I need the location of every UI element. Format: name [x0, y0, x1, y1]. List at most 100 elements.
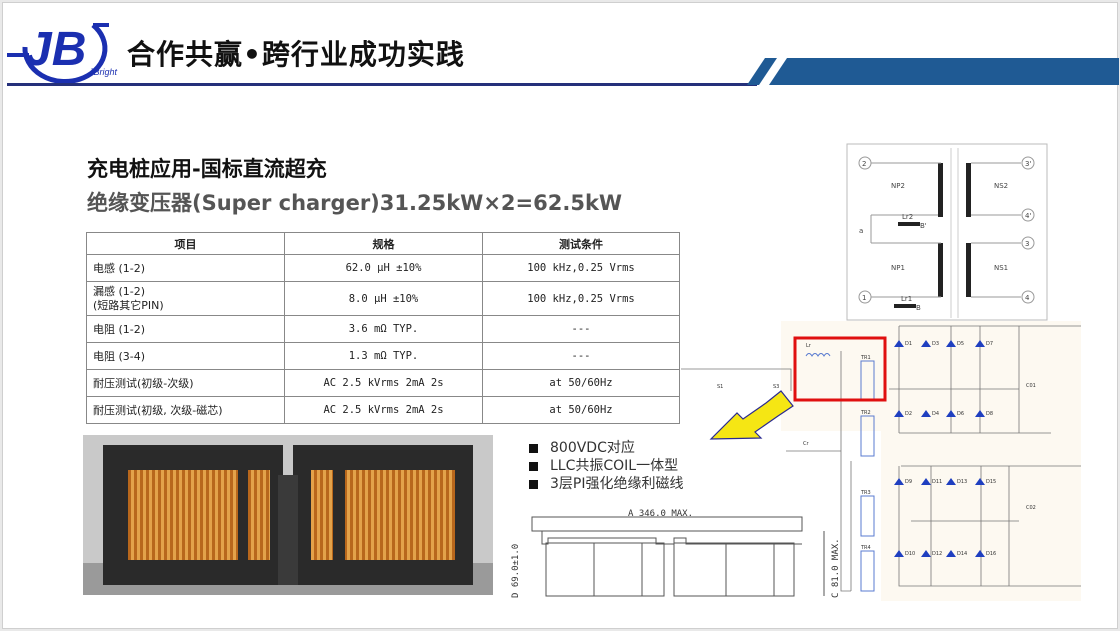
- diode-icon: [975, 410, 985, 417]
- diode-label: D13: [957, 479, 967, 485]
- diode-icon: [946, 410, 956, 417]
- diode-icon: [946, 550, 956, 557]
- svg-text:Cr: Cr: [803, 441, 809, 447]
- bullet-square-icon: [529, 479, 538, 489]
- svg-text:a: a: [859, 227, 863, 235]
- total-height-label: C 81.0 MAX.: [831, 538, 841, 598]
- cell-item-line1: 漏感 (1-2): [93, 284, 146, 298]
- header-divider: [7, 83, 757, 86]
- cell-cond: at 50/60Hz: [482, 369, 680, 397]
- svg-text:TR1: TR1: [860, 355, 871, 361]
- diode-label: D3: [932, 341, 939, 347]
- cell-cond: at 50/60Hz: [482, 396, 680, 424]
- section-heading: 充电桩应用-国标直流超充: [87, 157, 327, 181]
- diode-icon: [921, 478, 931, 485]
- diode-icon: [975, 550, 985, 557]
- diode-icon: [894, 550, 904, 557]
- svg-text:4: 4: [1025, 294, 1030, 302]
- svg-text:1: 1: [862, 294, 866, 302]
- svg-text:NP1: NP1: [891, 264, 905, 272]
- cell-item: 漏感 (1-2)(短路其它PIN): [86, 281, 285, 316]
- table-row: 电感 (1-2)62.0 μH ±10%100 kHz,0.25 Vrms: [86, 254, 680, 282]
- dimension-drawing: A 346.0 MAX. D 69.0±1.0 C 81.0 MAX.: [511, 509, 841, 598]
- svg-text:3': 3': [1025, 160, 1031, 168]
- cell-item: 耐压测试(初级, 次级-磁芯): [86, 396, 285, 424]
- spec-table: 项目 规格 测试条件 电感 (1-2)62.0 μH ±10%100 kHz,0…: [86, 232, 680, 424]
- svg-text:B': B': [920, 222, 927, 230]
- cell-item: 电阻 (1-2): [86, 315, 285, 343]
- cell-spec: 3.6 mΩ TYP.: [284, 315, 483, 343]
- svg-text:A 346.0 MAX.: A 346.0 MAX.: [628, 509, 693, 519]
- cell-spec: AC 2.5 kVrms 2mA 2s: [284, 369, 483, 397]
- svg-text:B: B: [916, 304, 921, 312]
- svg-text:TR3: TR3: [860, 490, 871, 496]
- diode-icon: [921, 550, 931, 557]
- bullet-square-icon: [529, 443, 538, 453]
- diode-label: D6: [957, 411, 964, 417]
- svg-text:NS1: NS1: [994, 264, 1008, 272]
- svg-text:NS2: NS2: [994, 182, 1008, 190]
- diode-icon: [921, 410, 931, 417]
- svg-text:TR2: TR2: [860, 410, 871, 416]
- bullet-square-icon: [529, 461, 538, 471]
- svg-text:Lr2: Lr2: [902, 213, 913, 221]
- cell-cond: 100 kHz,0.25 Vrms: [482, 254, 680, 282]
- svg-text:Lr1: Lr1: [901, 295, 912, 303]
- diode-icon: [975, 340, 985, 347]
- diode-icon: [946, 478, 956, 485]
- diode-label: D14: [957, 551, 967, 557]
- feature-text: 800VDC对应: [550, 440, 635, 456]
- feature-item: 800VDC对应: [529, 439, 683, 457]
- diode-label: D5: [957, 341, 964, 347]
- diode-icon: [946, 340, 956, 347]
- section-subheading: 绝缘变压器(Super charger)31.25kW×2=62.5kW: [87, 191, 623, 215]
- cell-spec: AC 2.5 kVrms 2mA 2s: [284, 396, 483, 424]
- svg-text:S3: S3: [773, 384, 779, 390]
- svg-text:4': 4': [1025, 212, 1031, 220]
- svg-text:TR4: TR4: [860, 545, 871, 551]
- transformer-photo: [83, 435, 493, 595]
- cell-item-line2: (短路其它PIN): [93, 298, 164, 312]
- svg-text:JB: JB: [25, 23, 86, 76]
- diode-label: D2: [905, 411, 912, 417]
- table-header-row: 项目 规格 测试条件: [86, 232, 680, 255]
- svg-text:3: 3: [1025, 240, 1029, 248]
- cell-cond: 100 kHz,0.25 Vrms: [482, 281, 680, 316]
- pointer-arrow-icon: [709, 390, 794, 440]
- highlight-box: [793, 336, 887, 402]
- diode-label: D11: [932, 479, 942, 485]
- cell-spec: 1.3 mΩ TYP.: [284, 342, 483, 370]
- col-cond: 测试条件: [482, 232, 680, 255]
- slide-title: 合作共赢•跨行业成功实践: [127, 38, 465, 71]
- feature-list: 800VDC对应 LLC共振COIL一体型 3层PI强化绝缘利磁线: [529, 439, 683, 493]
- jbright-logo: JB JBright: [7, 23, 118, 84]
- svg-text:Lr: Lr: [806, 343, 812, 349]
- svg-text:D 69.0±1.0: D 69.0±1.0: [511, 544, 521, 598]
- svg-text:NP2: NP2: [891, 182, 905, 190]
- col-item: 项目: [86, 232, 285, 255]
- cell-cond: ---: [482, 342, 680, 370]
- cell-cond: ---: [482, 315, 680, 343]
- diode-label: D7: [986, 341, 993, 347]
- diode-label: D10: [905, 551, 915, 557]
- svg-text:S1: S1: [717, 384, 723, 390]
- svg-text:JBright: JBright: [88, 67, 118, 77]
- cell-spec: 62.0 μH ±10%: [284, 254, 483, 282]
- feature-text: 3层PI强化绝缘利磁线: [550, 476, 684, 492]
- diode-label: D4: [932, 411, 939, 417]
- cell-item: 电感 (1-2): [86, 254, 285, 282]
- diode-icon: [975, 478, 985, 485]
- cell-item: 电阻 (3-4): [86, 342, 285, 370]
- diode-icon: [921, 340, 931, 347]
- diode-label: D12: [932, 551, 942, 557]
- diode-label: D9: [905, 479, 912, 485]
- col-spec: 规格: [284, 232, 483, 255]
- diode-label: D8: [986, 411, 993, 417]
- diode-icon: [894, 478, 904, 485]
- feature-item: LLC共振COIL一体型: [529, 457, 683, 475]
- svg-text:C02: C02: [1026, 505, 1036, 511]
